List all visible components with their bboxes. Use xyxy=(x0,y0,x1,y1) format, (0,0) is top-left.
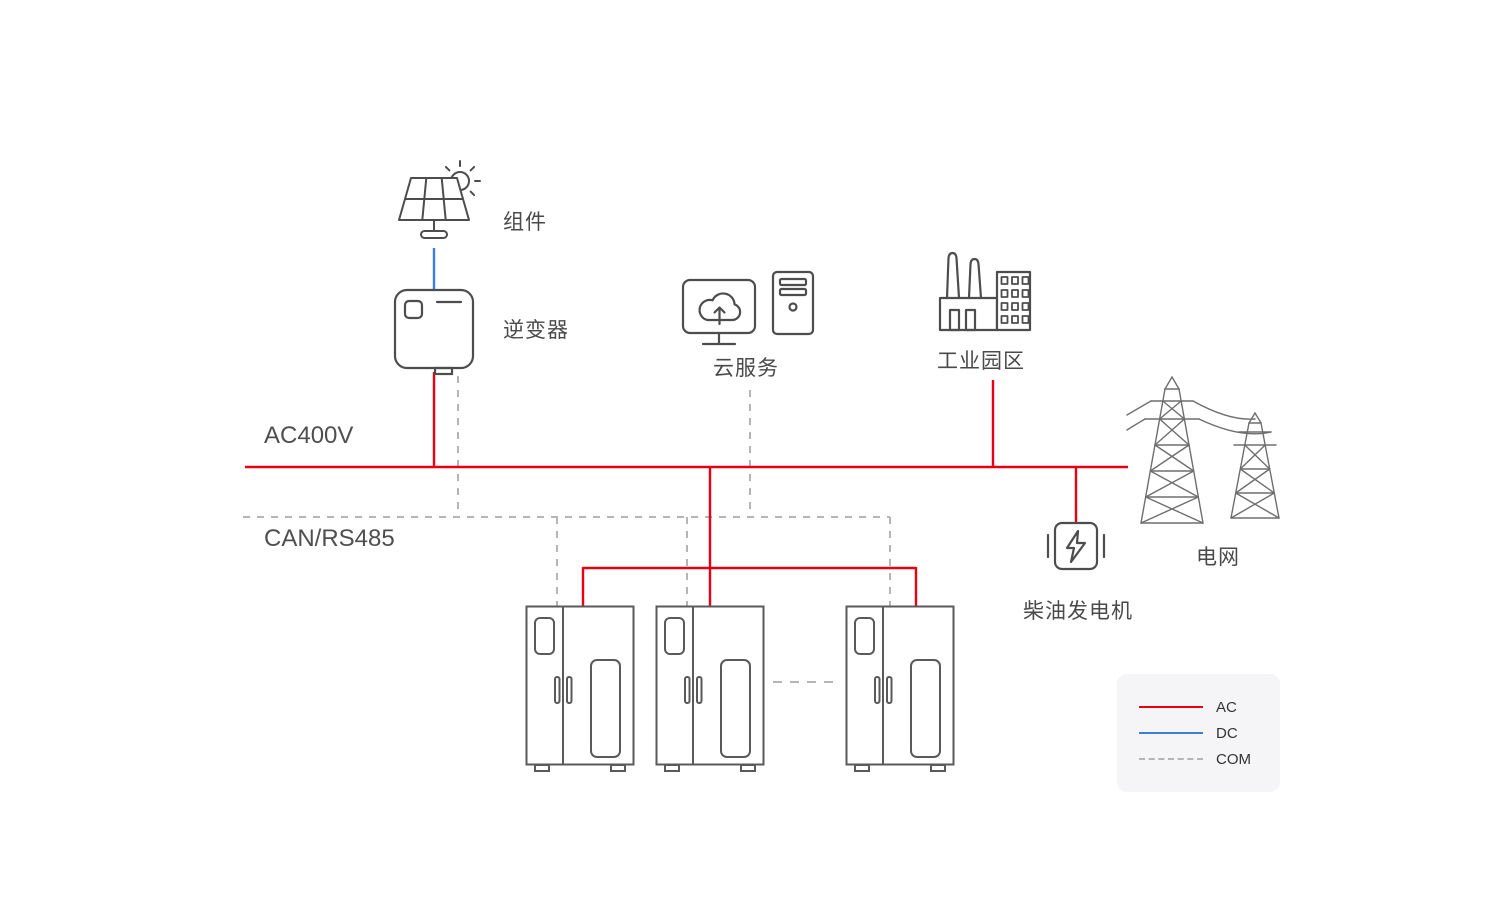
legend-row-ac: AC xyxy=(1139,699,1258,716)
grid-towers-icon xyxy=(1125,375,1290,530)
lightning-bolt-icon xyxy=(1065,529,1087,564)
legend-dc-label: DC xyxy=(1216,724,1238,742)
transmission-tower-small xyxy=(1230,412,1280,519)
solar-panel-icon xyxy=(398,177,470,239)
battery-cabinet-icon xyxy=(845,605,955,773)
legend-dc-line-swatch xyxy=(1139,732,1203,734)
legend-row-dc: DC xyxy=(1139,725,1258,742)
chimney-icon xyxy=(967,257,983,300)
inverter-icon xyxy=(393,288,475,376)
grid-label: 电网 xyxy=(1196,546,1240,569)
chimney-icon xyxy=(945,251,961,300)
legend-row-com: COM xyxy=(1139,751,1258,768)
ac-lines xyxy=(245,372,1128,607)
cloud-service-icon xyxy=(680,270,820,380)
battery-cabinet-icon xyxy=(655,605,765,773)
server-tower-icon xyxy=(771,270,815,336)
pv-module-icon xyxy=(390,158,490,254)
legend-ac-label: AC xyxy=(1216,698,1237,716)
industrial-park-icon xyxy=(935,248,1035,333)
power-wire xyxy=(1126,400,1152,416)
industrial-park-label: 工业园区 xyxy=(937,350,1025,373)
legend-com-label: COM xyxy=(1216,750,1251,768)
com-bus-label: CAN/RS485 xyxy=(264,525,395,552)
diesel-generator-icon xyxy=(1045,518,1107,580)
inverter-label: 逆变器 xyxy=(503,319,569,342)
pv-module-label: 组件 xyxy=(503,211,547,234)
legend: AC DC COM xyxy=(1117,674,1280,792)
legend-ac-line-swatch xyxy=(1139,706,1203,708)
power-wire xyxy=(1192,400,1256,420)
cloud-service-label: 云服务 xyxy=(713,357,779,380)
building-windows xyxy=(1000,276,1030,324)
com-lines xyxy=(243,376,891,683)
ac-bus-label: AC400V xyxy=(264,422,354,449)
monitor-cloud-upload-icon xyxy=(681,278,757,346)
transmission-tower-large xyxy=(1140,376,1204,524)
diesel-generator-label: 柴油发电机 xyxy=(1023,600,1133,623)
power-wire xyxy=(1198,418,1272,435)
legend-com-line-swatch xyxy=(1139,758,1203,760)
power-wire xyxy=(1126,418,1146,431)
battery-cabinet-icon xyxy=(525,605,635,773)
